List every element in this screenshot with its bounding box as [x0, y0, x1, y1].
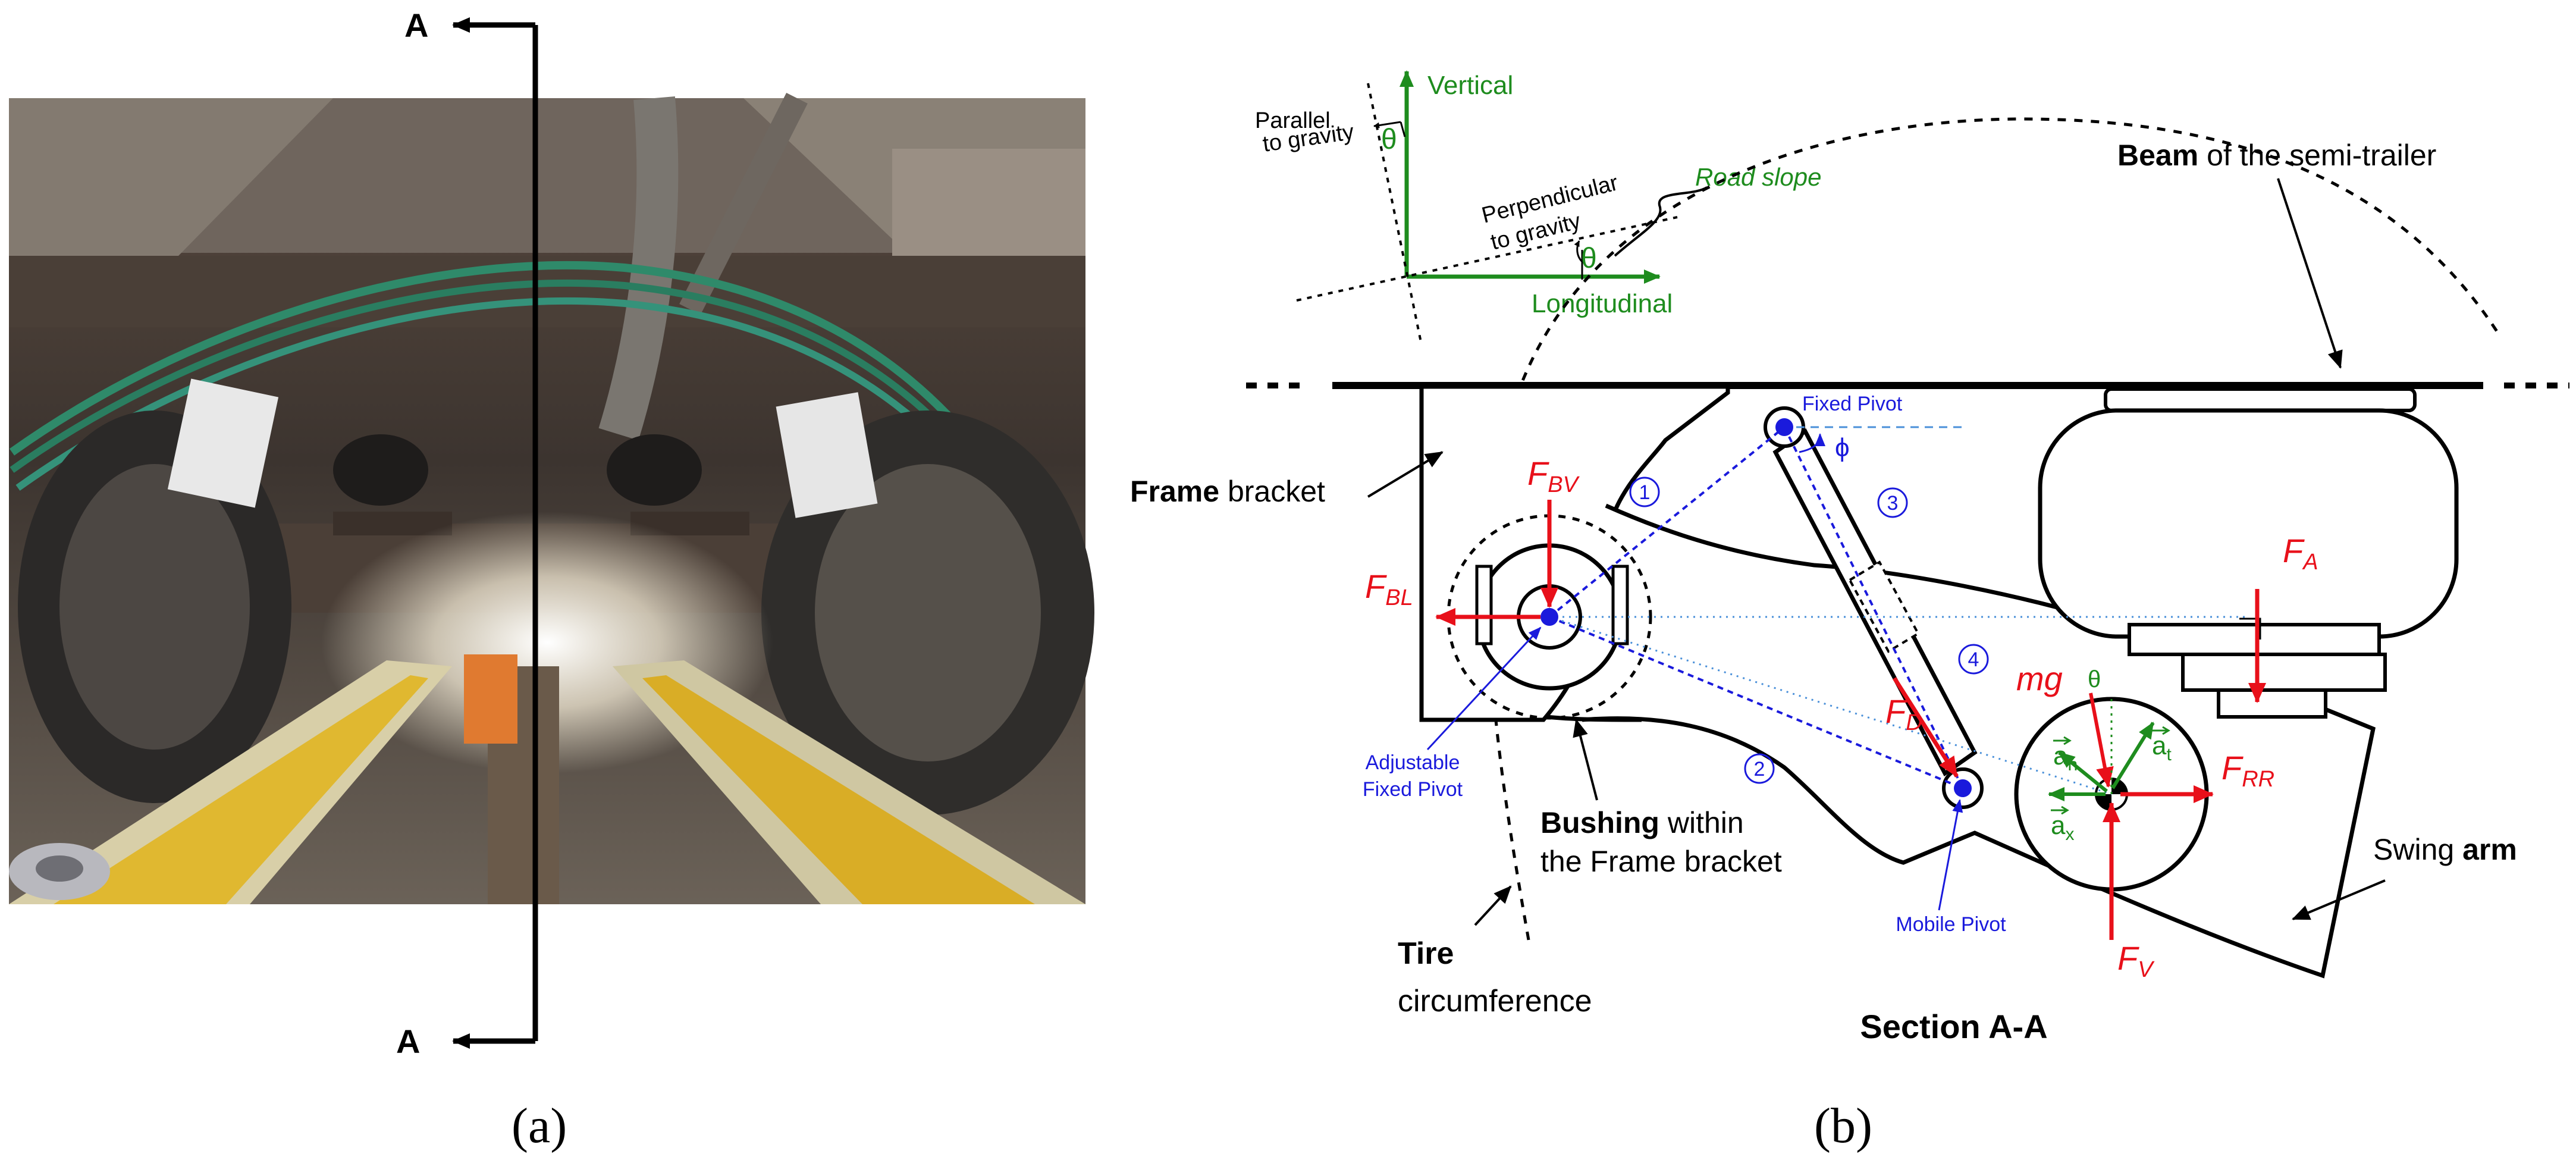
longitudinal-label: Longitudinal: [1532, 289, 1673, 318]
mobile-pivot-dot: [1954, 779, 1972, 797]
kinematic-lines: [1548, 426, 2248, 795]
mg-arrow: [2089, 692, 2114, 788]
fd-main: F: [1885, 692, 1907, 730]
bushing-label-rest: within: [1659, 806, 1744, 839]
adjustable-pivot-label-2: Fixed Pivot: [1363, 778, 1463, 801]
mg-label: mg: [2016, 660, 2063, 697]
bushing-label-2: the Frame bracket: [1540, 845, 1782, 878]
fbl-sub: BL: [1385, 585, 1413, 610]
section-marker-top: A: [404, 7, 428, 44]
air-spring: [2038, 387, 2459, 719]
frame-bracket-label: Frame bracket: [1130, 475, 1325, 508]
swing-label-bold: arm: [2462, 833, 2517, 866]
section-marker-bottom: A: [396, 1023, 420, 1060]
fixed-pivot-dot: [1775, 418, 1793, 436]
theta-horizontal: θ: [1581, 243, 1597, 274]
link-number-4: 4: [1968, 648, 1979, 671]
at-arrow: [2111, 722, 2155, 789]
section-line-a-a: [452, 17, 538, 1049]
fv-label: FV: [2117, 939, 2155, 982]
adjustable-pivot-label-1: Adjustable: [1366, 751, 1460, 774]
theta-vertical: θ: [1381, 124, 1397, 155]
mobile-pivot-label: Mobile Pivot: [1896, 913, 2006, 936]
frr-sub: RR: [2242, 767, 2274, 792]
underbody-photo: [9, 92, 1094, 904]
link-number-2: 2: [1754, 758, 1765, 781]
force-arrows: [1435, 500, 2266, 940]
tire-label-2: circumference: [1398, 984, 1592, 1018]
parallel-gravity-label: Parallel: [1255, 108, 1331, 133]
beam-label-rest: of the semi-trailer: [2198, 139, 2436, 172]
orientation-inset: [1296, 70, 1708, 346]
swing-arm-label: Swing arm: [2373, 833, 2517, 866]
frr-label: FRR: [2222, 749, 2274, 792]
fv-main: F: [2117, 939, 2139, 977]
adjustable-pivot-pointer: [1426, 626, 1542, 751]
swing-arm-pointer: [2292, 879, 2386, 920]
mobile-pivot-pointer: [1938, 799, 1963, 911]
swing-label-rest: Swing: [2373, 833, 2462, 866]
ax-main: a: [2051, 811, 2066, 840]
beam-pointer: [2277, 178, 2343, 369]
frame-label-rest: bracket: [1219, 475, 1325, 508]
ax-sub: x: [2065, 825, 2074, 844]
fv-sub: V: [2138, 957, 2155, 982]
section-title: Section A-A: [1860, 1008, 2047, 1045]
fd-arrow: [1893, 677, 1959, 778]
link-numbers: 1 2 3 4: [1629, 477, 1989, 784]
fd-label: FD: [1885, 692, 1922, 735]
fbv-label: FBV: [1527, 455, 1580, 497]
an-sub: n: [2067, 755, 2078, 775]
panel-b: Vertical Longitudinal Parallel to gravit…: [1130, 70, 2569, 1154]
caption-b: (b): [1814, 1098, 1872, 1154]
panel-a: A A (a): [9, 7, 1094, 1154]
phi-label: ϕ: [1835, 433, 1850, 462]
fa-label: FA: [2283, 532, 2318, 575]
fd-sub: D: [1906, 710, 1922, 735]
road-slope-label: Road slope: [1695, 163, 1821, 191]
tire-label: Tire: [1398, 936, 1454, 971]
frame-label-bold: Frame: [1130, 475, 1219, 508]
swing-arm-lower-edge: [1546, 714, 1642, 722]
fbl-label: FBL: [1365, 568, 1413, 610]
theta-hub: θ: [2088, 666, 2101, 692]
parallel-line1: Parallel: [1255, 108, 1331, 133]
adjustable-pivot-dot: [1540, 608, 1558, 626]
fbv-main: F: [1527, 455, 1549, 492]
link-number-1: 1: [1639, 481, 1651, 504]
frame-bracket-pointer: [1367, 451, 1444, 498]
bushing-label-bold: Bushing: [1540, 806, 1659, 839]
acceleration-arrows: [2048, 696, 2155, 801]
accel-labels: an at ax: [2051, 726, 2172, 844]
fa-sub: A: [2302, 550, 2318, 575]
at-main: a: [2152, 731, 2167, 760]
link-number-3: 3: [1887, 492, 1899, 515]
bushing-pointer: [1573, 719, 1598, 801]
fbv-sub: BV: [1548, 472, 1580, 497]
tire-pointer: [1474, 885, 1512, 926]
at-label: at: [2152, 731, 2172, 764]
fbl-main: F: [1365, 568, 1387, 605]
an-label: an: [2053, 741, 2078, 775]
fa-main: F: [2283, 532, 2305, 569]
bushing-label: Bushing within: [1540, 806, 1744, 839]
an-arrow: [2058, 751, 2108, 793]
ax-label: ax: [2051, 811, 2074, 844]
frr-main: F: [2222, 749, 2244, 786]
beam-label-bold: Beam: [2117, 139, 2198, 172]
an-main: a: [2053, 741, 2068, 770]
at-sub: t: [2166, 745, 2172, 764]
beam-label: Beam of the semi-trailer: [2117, 139, 2436, 172]
caption-a: (a): [512, 1098, 567, 1154]
vertical-label: Vertical: [1427, 71, 1513, 100]
fixed-pivot-label: Fixed Pivot: [1802, 393, 1903, 415]
